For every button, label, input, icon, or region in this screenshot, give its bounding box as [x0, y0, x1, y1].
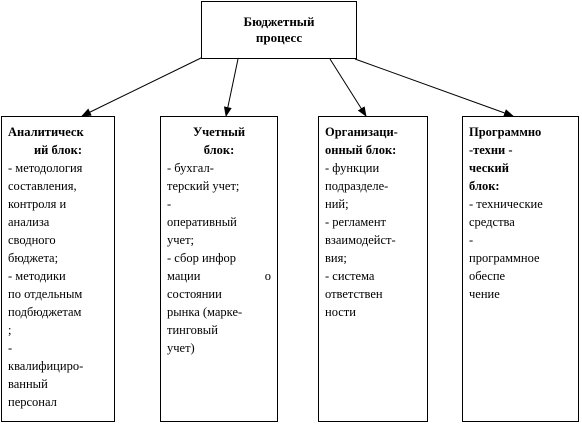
block-text-line: состоянии	[167, 287, 222, 301]
block-text-line: составления,	[8, 179, 77, 193]
block-text-line: обеспе	[469, 269, 506, 283]
arrow-to-analytic-block	[81, 56, 204, 117]
block-text-line: вия;	[325, 251, 347, 265]
block-text-line: учет;	[167, 233, 195, 247]
block-text-line: по отдельным	[8, 287, 83, 301]
block-text-fragment: о	[264, 269, 271, 283]
block-text-line: средства	[469, 215, 515, 229]
block-text-line: - бухгал-	[167, 161, 214, 175]
block-text-fragment: мации	[167, 269, 201, 283]
block-text-line: бюджета;	[8, 251, 59, 265]
block-text-line: ответствен	[325, 287, 383, 301]
block-heading-line: ий блок:	[33, 143, 83, 157]
block-heading-line: блок:	[469, 179, 500, 193]
block-text-line: контроля и	[8, 197, 67, 211]
block-text-line: - методология	[8, 161, 83, 175]
block-text-line: программное	[469, 251, 540, 265]
block-text-line: квалифициро-	[8, 359, 84, 373]
block-text-line: мации о	[167, 267, 271, 285]
block-text-line: чение	[469, 287, 500, 301]
root-title-line-1: Бюджетный	[243, 14, 315, 29]
block-text-line: - регламент	[325, 215, 386, 229]
block-heading-line: блок:	[203, 143, 235, 157]
accounting-block: Учетный блок: - бухгал-терский учет; - опера…	[160, 116, 278, 422]
block-text-line: ний;	[325, 197, 349, 211]
block-content: Организаци-онный блок: - функции подраздел…	[325, 123, 421, 321]
organizational-block: Организаци-онный блок: - функции подраздел…	[318, 116, 428, 422]
block-heading-line: ческий	[469, 161, 509, 175]
arrow-to-organizational-block	[329, 58, 367, 117]
block-text-line: сводного	[8, 233, 56, 247]
block-text-line: подбюджетам	[8, 305, 82, 319]
block-text-line: -	[8, 341, 13, 355]
block-text-line: терский учет;	[167, 179, 240, 193]
arrow-to-accounting-block	[223, 58, 239, 117]
block-heading-line: -техни -	[469, 143, 513, 157]
root-title-line-2: процесс	[255, 30, 303, 45]
block-text-line: - методики	[8, 269, 66, 283]
block-text-line: -	[167, 197, 172, 211]
block-heading-line: онный блок:	[325, 143, 397, 157]
block-heading-line: Программно	[469, 125, 542, 139]
block-heading-line: Аналитическ	[8, 125, 84, 139]
block-text-line: ;	[8, 323, 12, 337]
block-text-line: ванный	[8, 377, 48, 391]
block-text-line: учет)	[167, 341, 195, 355]
block-text-line: подразделе-	[325, 179, 389, 193]
block-heading-line: Учетный	[192, 125, 246, 139]
block-text-line: - технические	[469, 197, 543, 211]
block-content: Учетный блок: - бухгал-терский учет; - опера…	[167, 123, 271, 357]
block-text-line: - функции	[325, 161, 380, 175]
block-text-line: - сбор инфор	[167, 251, 236, 265]
analytic-block: Аналитическ ий блок: - методология составле…	[1, 116, 115, 422]
block-text-line: анализа	[8, 215, 50, 229]
block-content: Программно -техни - ческий блок: - техническ…	[469, 123, 572, 303]
block-text-line: рынка (марке-	[167, 305, 243, 319]
block-text-line: - система	[325, 269, 375, 283]
block-text-line: взаимодейст-	[325, 233, 396, 247]
root-node-budget-process: Бюджетный процесс	[201, 1, 357, 59]
block-text-line: персонал	[8, 395, 57, 409]
block-heading-line: Организаци-	[325, 125, 398, 139]
block-text-line: оперативный	[167, 215, 237, 229]
arrow-to-software-block	[354, 58, 514, 117]
block-content: Аналитическ ий блок: - методология составле…	[8, 123, 108, 411]
block-text-line: ности	[325, 305, 356, 319]
block-text-line: -	[469, 233, 474, 247]
software-technical-block: Программно -техни - ческий блок: - техническ…	[462, 116, 579, 422]
block-text-line: тинговый	[167, 323, 218, 337]
